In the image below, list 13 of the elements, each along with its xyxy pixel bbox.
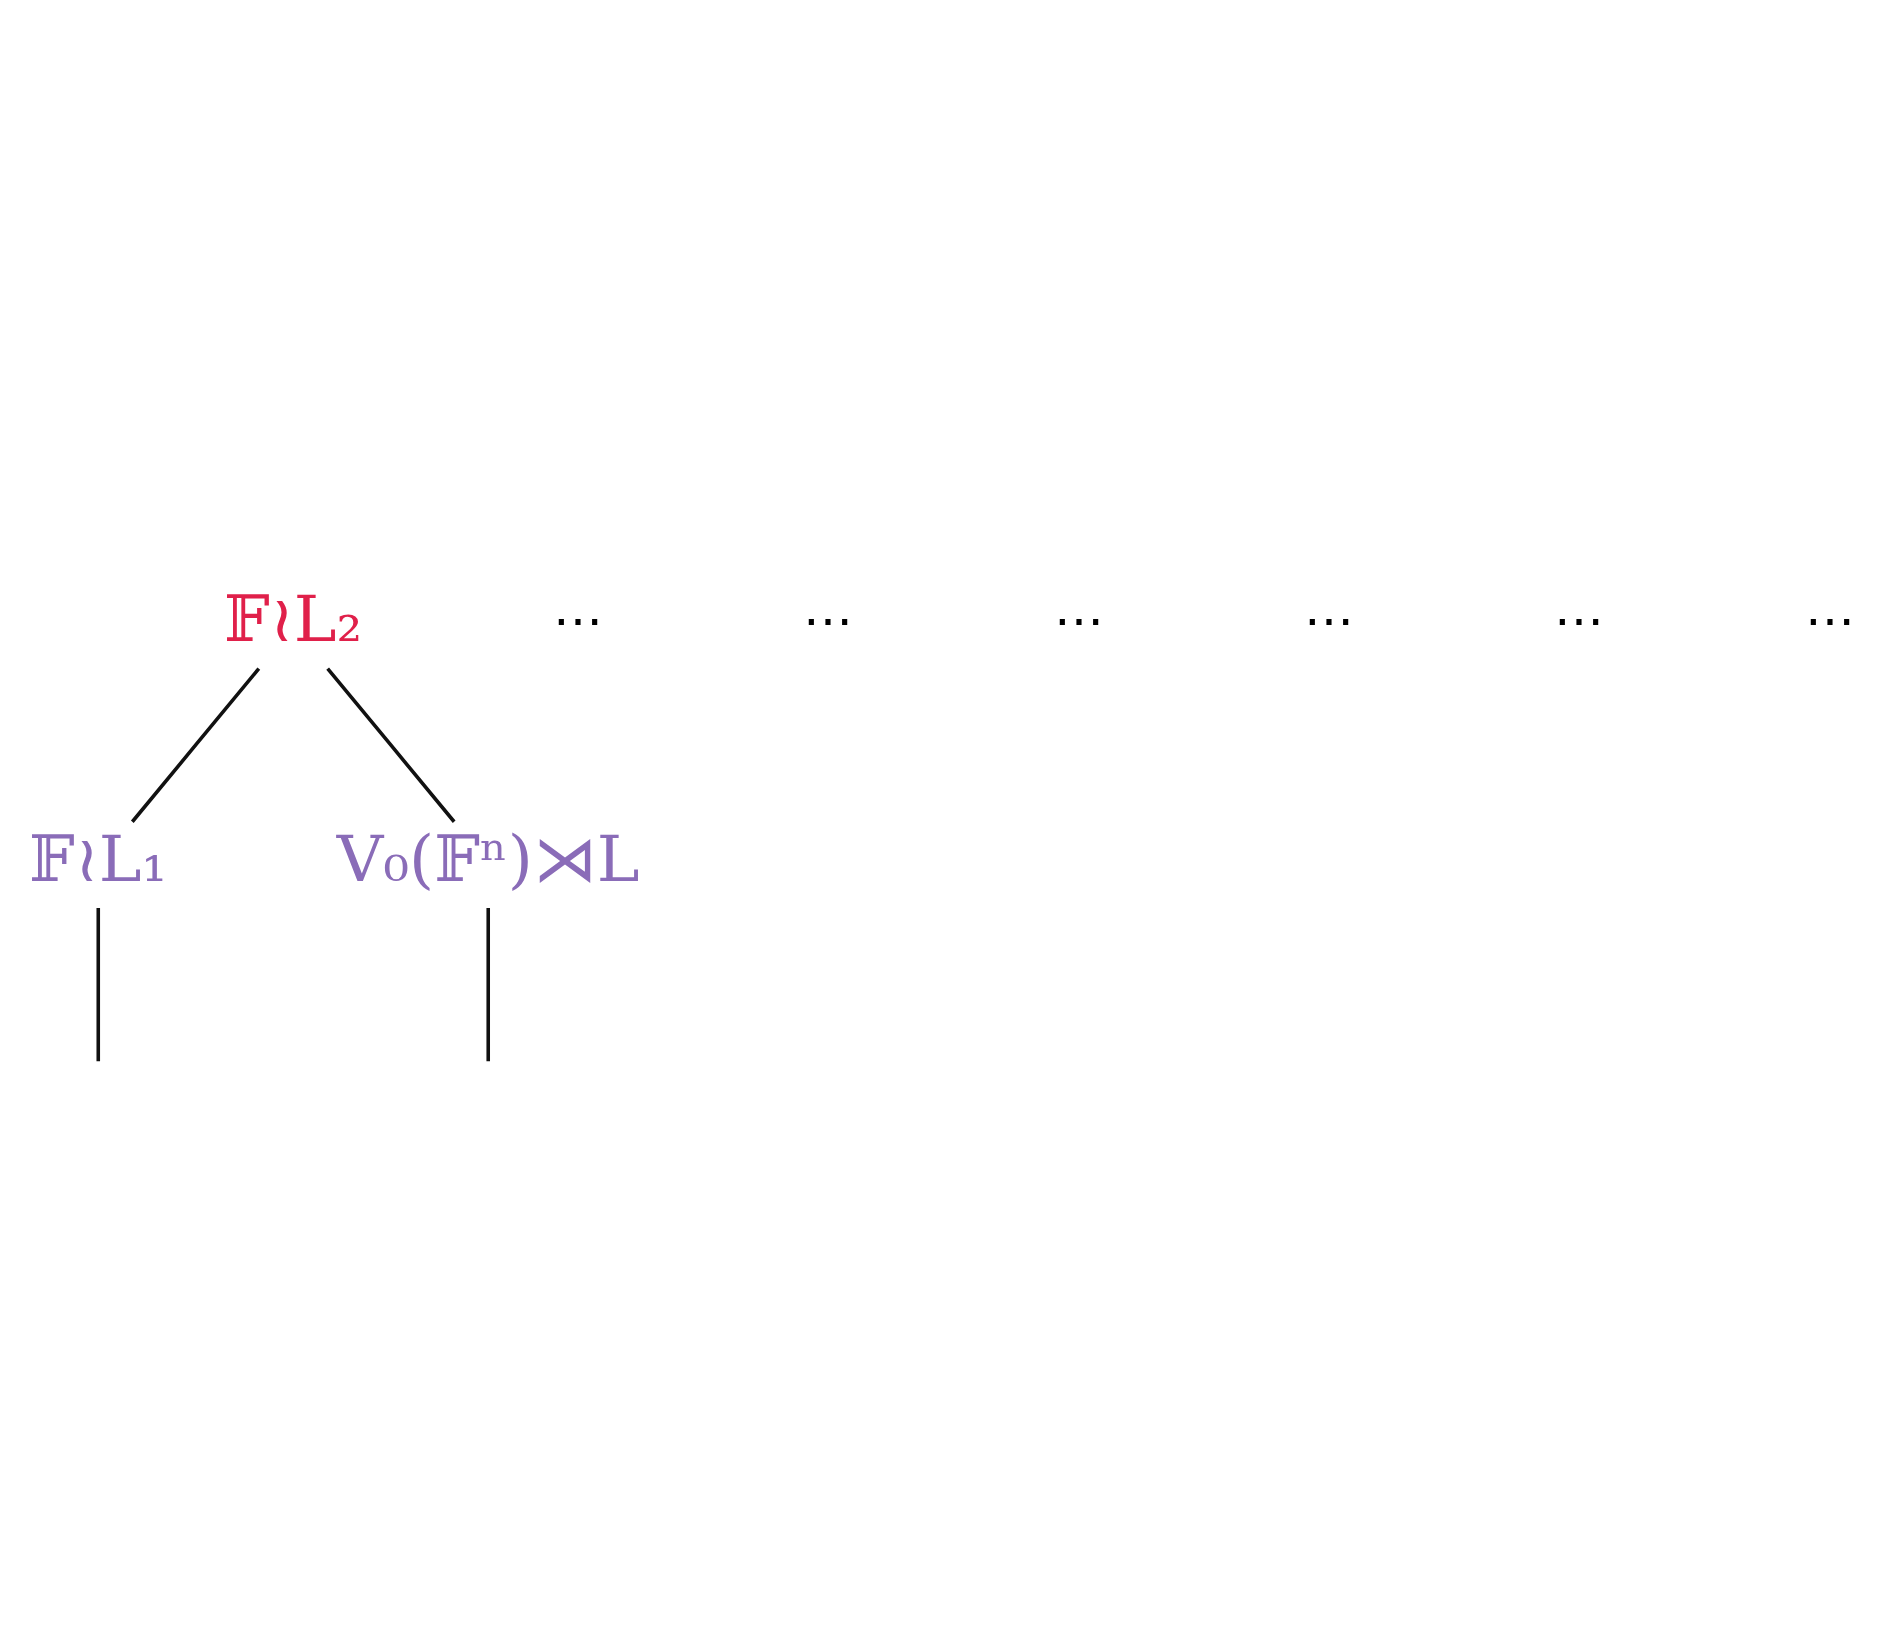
connector: [96, 907, 101, 1062]
connector: [130, 667, 261, 823]
label: ⋯: [1303, 591, 1354, 650]
node-text: 𝔽≀L₂: [224, 580, 363, 656]
label: ⋯: [552, 591, 603, 650]
label: ⋯: [1804, 591, 1855, 650]
label: ⋯: [1053, 591, 1104, 650]
label: ⋯: [803, 591, 854, 650]
label: ⋯: [1554, 591, 1605, 650]
node-text: 𝔽≀L₁: [29, 820, 168, 896]
node-text: V₀(𝔽ⁿ)⋊L: [336, 820, 640, 896]
connector: [486, 907, 490, 1062]
connector: [326, 667, 456, 823]
